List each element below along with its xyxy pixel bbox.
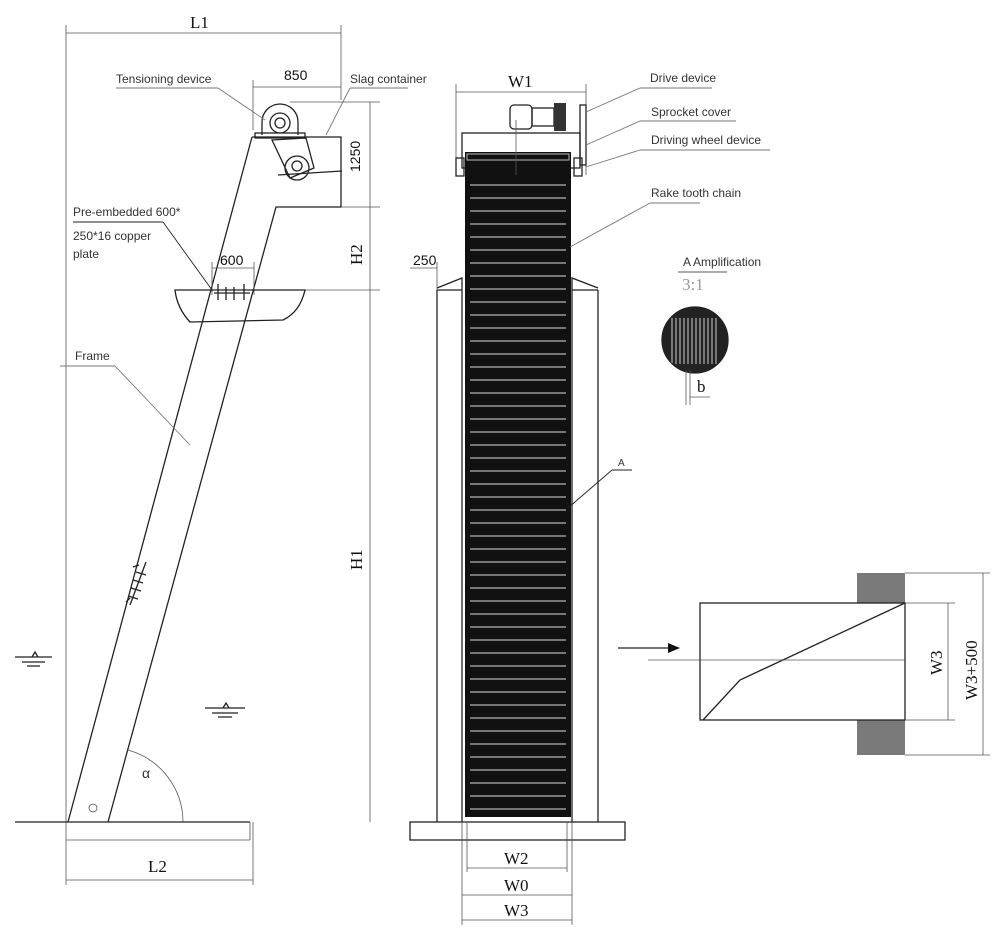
dim-850: 850 — [284, 67, 308, 83]
detail-a: A Amplification 3:1 b — [661, 255, 761, 405]
dim-w3-500: W3+500 — [962, 640, 981, 700]
dim-w2: W2 — [504, 849, 529, 868]
label-drive-device: Drive device — [650, 71, 716, 85]
tensioning-device-drawing — [254, 103, 343, 181]
detail-scale: 3:1 — [682, 275, 704, 294]
water-level-icon — [205, 701, 245, 718]
foundation — [174, 289, 306, 323]
chain-segment — [125, 561, 147, 606]
detail-title: A Amplification — [683, 255, 761, 269]
angle-alpha: α — [142, 765, 150, 781]
wall-block-bottom — [857, 720, 905, 755]
dim-l2: L2 — [148, 857, 167, 876]
dim-600: 600 — [220, 252, 244, 268]
front-view: W1 250 Drive device Sprocket cover Drivi… — [409, 71, 770, 925]
label-rake-tooth-chain: Rake tooth chain — [651, 186, 741, 200]
angle-arc — [127, 749, 184, 823]
label-pre-embedded-2: 250*16 copper — [73, 229, 151, 243]
label-pre-embedded-3: plate — [73, 247, 99, 261]
dim-b: b — [697, 377, 706, 396]
dim-h1: H1 — [347, 549, 366, 570]
frame-left-edge — [67, 136, 253, 823]
side-view: L1 850 Tensioning device Slag container … — [15, 13, 427, 885]
plan-view: W3 W3+500 — [618, 572, 990, 756]
channel — [699, 602, 906, 721]
drive-motor — [509, 103, 587, 166]
dim-w3: W3 — [504, 901, 529, 920]
dim-250: 250 — [413, 252, 437, 268]
dim-w1: W1 — [508, 72, 533, 91]
right-wall — [571, 277, 599, 822]
chain-top-sprocket — [466, 153, 570, 161]
screen-line — [702, 602, 906, 721]
label-driving-wheel-device: Driving wheel device — [651, 133, 761, 147]
dim-1250: 1250 — [347, 141, 363, 172]
label-slag-container: Slag container — [350, 72, 427, 86]
left-wall — [436, 277, 463, 822]
dim-w3-plan: W3 — [927, 650, 946, 675]
label-sprocket-cover: Sprocket cover — [651, 105, 731, 119]
dim-h2: H2 — [347, 244, 366, 265]
wall-block-top — [857, 573, 905, 603]
base-slab — [409, 821, 626, 841]
water-level-icon — [15, 650, 52, 667]
label-pre-embedded-1: Pre-embedded 600* — [73, 205, 181, 219]
dim-w0: W0 — [504, 876, 529, 895]
dim-l1: L1 — [190, 13, 209, 32]
label-frame: Frame — [75, 349, 110, 363]
detail-marker-a: A — [618, 458, 625, 469]
arrow-head-icon — [668, 643, 680, 653]
label-tensioning-device: Tensioning device — [116, 72, 212, 86]
